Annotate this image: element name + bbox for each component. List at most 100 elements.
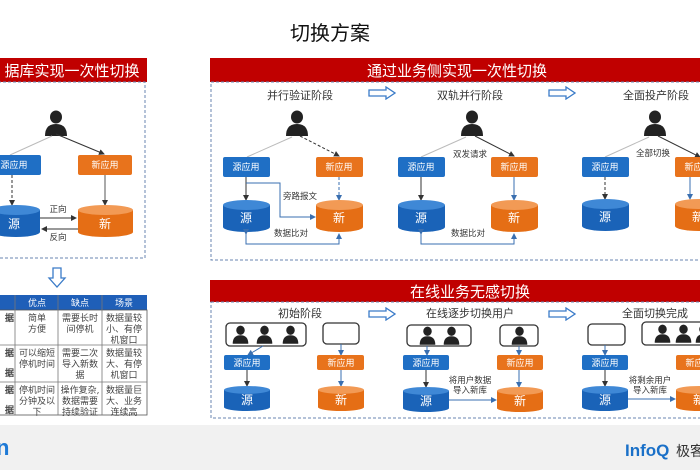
source-app-label: 源应用 [591,357,618,369]
left-panel: 据库实现一次性切换 源应用 新应用 源 新 正向 反向 [0,58,147,259]
next-stage-arrow-icon [548,307,576,321]
source-app-box [224,355,270,370]
bypass-arrow [246,182,316,220]
connector [246,136,293,158]
table-cell-scenario: 大、有停 [106,358,142,370]
left-panel-title: 据库实现一次性切换 [4,62,139,80]
table-cell-cons: 数据需要 [62,395,98,407]
table-cell-scenario: 大、业务 [106,395,142,407]
user-icon [286,110,308,136]
connector [657,135,700,158]
new-db-label: 新 [508,210,520,225]
table-cell-scenario: 数据量较 [106,347,142,359]
online-panel-header [210,280,700,302]
source-db-label: 源 [599,210,611,224]
table-cell-scenario: 小、有停 [106,323,142,335]
source-app-label: 源应用 [591,161,618,173]
source-db-label: 源 [415,211,427,225]
import-rest-line2: 导入新库 [633,385,668,396]
new-app-label: 新应用 [325,161,352,173]
next-stage-arrow-icon [548,86,576,100]
source-app-box [582,355,628,370]
table-header-row [0,295,147,310]
new-app-label: 新应用 [506,357,533,369]
source-app-box [0,155,41,175]
table-cell-scenario: 数据量较 [106,312,142,324]
table-cell-cons: 导入新数 [62,358,98,370]
source-app-label: 源应用 [233,357,260,369]
new-app-label: 新应用 [91,159,118,171]
source-db-label: 源 [240,211,252,225]
source-app-box [403,355,449,370]
left-panel-frame [0,81,146,259]
table-header-pros: 优点 [28,297,46,309]
user-icon [461,110,483,136]
stage-dual-track: 双轨并行阶段 [437,88,503,102]
reverse-label: 反向 [49,232,66,243]
table-cell-cons: 持续验证 [62,406,98,418]
table-cell-approach: 据 [5,404,14,416]
new-app-box [491,157,538,177]
user-group-box [641,321,700,346]
table-cell-cons: 需要长时 [62,312,98,324]
connector [247,345,264,356]
new-db-label: 新 [692,209,700,224]
table-cell-scenario: 数据量巨 [106,384,142,396]
import-rest-line1: 将剩余用户 [629,375,672,386]
table-cell-approach: 据 [5,312,14,324]
new-db-label: 新 [335,392,347,407]
online-panel-frame [210,301,700,419]
source-app-label: 源应用 [232,161,259,173]
compare-label: 数据比对 [451,228,486,239]
new-app-box [317,355,364,370]
next-stage-arrow-icon [368,86,396,100]
table-cell-cons: 需要二次 [62,347,98,359]
business-panel: 通过业务侧实现一次性切换 并行验证阶段 双轨并行阶段 全面投产阶段 源应用 新应… [210,58,700,261]
stage-initial: 初始阶段 [278,306,322,320]
connector [604,136,650,158]
table-cell-scenario: 连续高 [110,406,137,418]
new-db-label: 新 [693,392,700,407]
new-app-label: 新应用 [684,161,700,173]
user-icon [45,110,67,136]
left-panel-header [0,58,147,82]
import-users-line1: 将用户数据 [449,375,492,386]
down-arrow-icon [47,267,67,288]
source-app-box [582,157,629,177]
connector [299,135,340,157]
new-app-box [497,355,543,370]
left-logo: n [0,435,9,460]
new-db-label: 新 [99,216,111,231]
stage-full-production: 全面投产阶段 [623,88,689,102]
source-app-box [223,157,270,177]
new-app-box [316,157,363,177]
bypass-label: 旁路报文 [283,191,318,202]
table-cell-approach: 据 [5,384,14,396]
table-cell-scenario: 机窗口 [110,369,137,381]
table-cell-pros: 方便 [28,323,46,335]
stage-parallel-verify: 并行验证阶段 [267,88,333,102]
connector [420,136,467,158]
compare-label: 数据比对 [274,228,309,239]
table-cell-cons: 据 [75,369,84,381]
next-stage-arrow-icon [368,307,396,321]
source-app-label: 源应用 [0,159,27,171]
new-app-box [78,155,132,175]
stage-gradual-switch: 在线逐步切换用户 [426,306,514,320]
table-cell-pros: 分钟及以 [19,395,55,407]
infoq-logo: InfoQ [625,441,669,460]
new-db-label: 新 [514,393,526,408]
table-cell-scenario: 机窗口 [110,334,137,346]
table-cell-pros: 可以缩短 [19,347,55,359]
compare-arrow [243,229,342,245]
source-app-box [398,157,445,177]
infoq-logo-text: 极客 [676,443,700,460]
table-cell-pros: 停机时间 [19,358,55,370]
online-panel: 在线业务无感切换 初始阶段 在线逐步切换用户 全面切换完成 源应用 新应用 源 … [210,280,700,419]
empty-user-box [322,322,360,345]
online-panel-title: 在线业务无感切换 [410,283,530,301]
new-app-box [676,355,700,370]
forward-label: 正向 [49,204,66,215]
source-db-label: 源 [8,217,20,231]
connector [55,133,105,155]
